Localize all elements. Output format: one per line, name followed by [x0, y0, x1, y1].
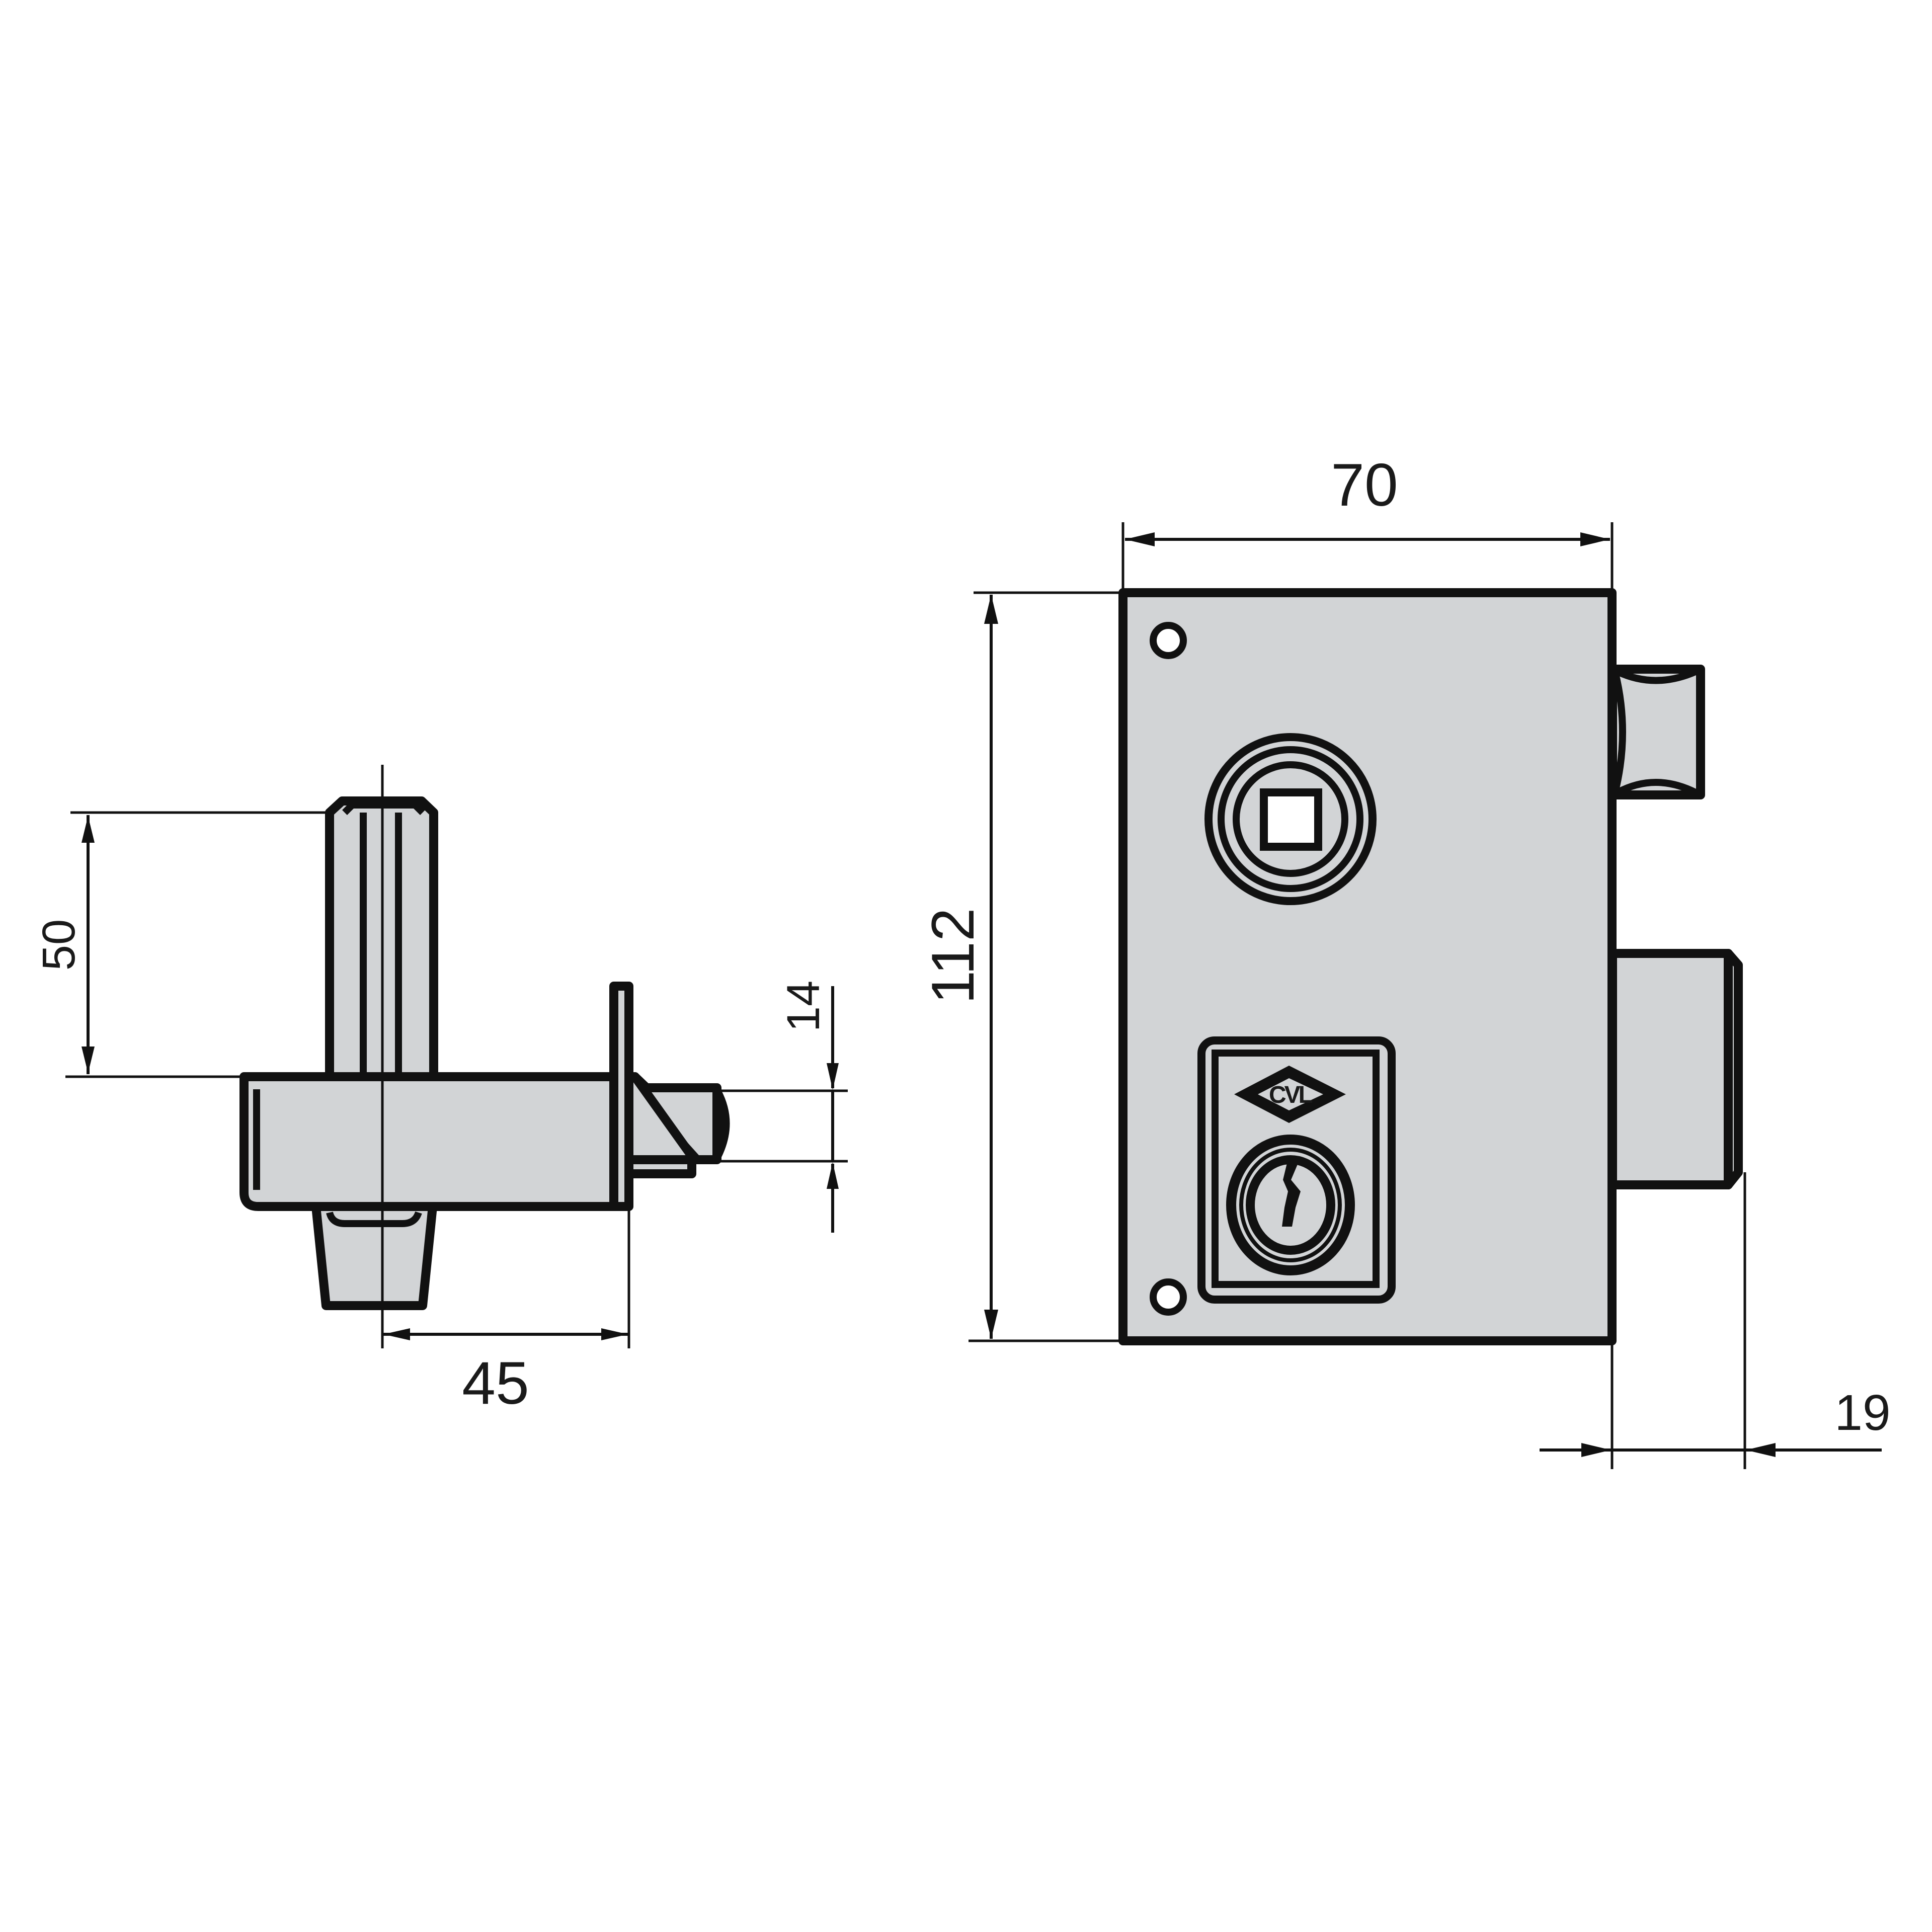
dimension-70: 70 [1121, 451, 1614, 593]
logo-text: CVL [1269, 1082, 1313, 1108]
keyhole-icon [1282, 1163, 1301, 1227]
dim-label-50: 50 [33, 919, 85, 971]
key-cylinder [1226, 1135, 1355, 1275]
dim-label-45: 45 [462, 1349, 529, 1417]
cylinder-bottom [311, 1202, 437, 1310]
dim-label-70: 70 [1331, 451, 1398, 519]
latch-bolt-side [624, 1072, 730, 1178]
dimension-19: 19 [1540, 1172, 1891, 1469]
dim-label-14: 14 [778, 981, 829, 1032]
spindle-follower [1204, 733, 1377, 905]
dimension-14: 14 [719, 981, 848, 1233]
screw-hole-top [1150, 622, 1187, 659]
screw-hole-bottom [1150, 1278, 1187, 1316]
dead-bolt-front [1608, 949, 1743, 1189]
dim-label-19: 19 [1834, 1385, 1890, 1441]
dim-label-112: 112 [919, 908, 987, 1004]
key-escutcheon: CVL [1197, 1036, 1396, 1304]
latch-bolt-front [1608, 665, 1705, 799]
square-follower-icon [1260, 788, 1322, 851]
dimension-112: 112 [919, 591, 1123, 1342]
front-view: CVL 70 112 [919, 451, 1891, 1469]
dimension-50: 50 [33, 811, 330, 1078]
dimension-45: 45 [383, 1206, 630, 1417]
lock-case-side [239, 1072, 631, 1211]
side-view: 50 14 45 [33, 765, 848, 1417]
cvl-logo: CVL [1234, 1066, 1346, 1123]
